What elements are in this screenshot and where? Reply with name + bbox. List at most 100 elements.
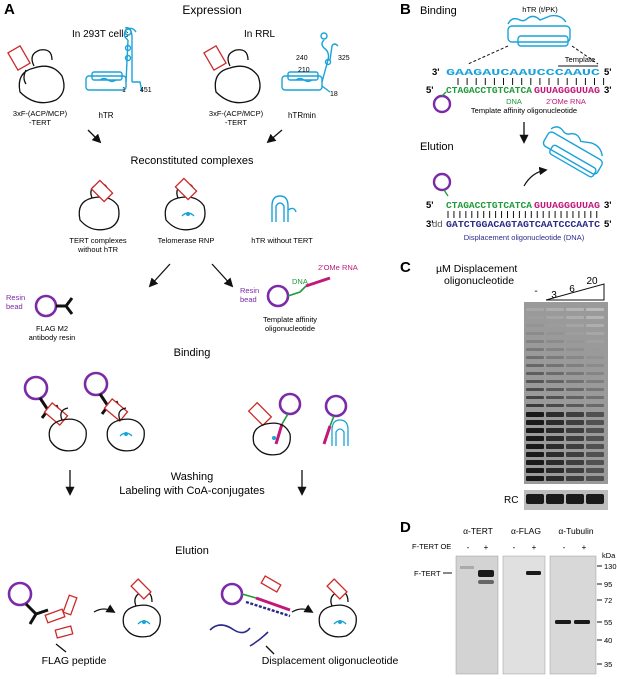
gel-band [546, 476, 564, 481]
binding-oligo-complexes [247, 392, 349, 456]
arrow-expr-right [266, 129, 283, 144]
rc-bands [526, 494, 604, 504]
seq-top: GAAGAUCAAUCCCAAUC [446, 67, 600, 78]
gel-band [586, 396, 604, 399]
blot-flag [502, 555, 546, 675]
gel-band [546, 468, 564, 473]
complex-2-label: Telomerase RNP [158, 236, 215, 245]
gel-band [566, 356, 584, 359]
gel-band [526, 388, 544, 391]
gel-bands [526, 308, 604, 481]
gel-band [586, 420, 604, 425]
tert-protein-left [7, 44, 65, 104]
f-tert-marker: F-TERT [414, 569, 441, 578]
panel-c: C µM Displacement oligonucleotide - 3 6 … [400, 259, 608, 510]
gel-band [526, 372, 544, 375]
gel-band [586, 428, 604, 433]
gel-band [566, 380, 584, 383]
template-label: Template [565, 55, 595, 64]
lane-minus-2: - [513, 543, 516, 552]
seq-mid-3: 3' [604, 85, 612, 96]
gel-band [546, 460, 564, 465]
gel-band [566, 460, 584, 465]
gel-band [566, 476, 584, 481]
lane-6: 6 [569, 284, 575, 295]
template-oligo-dna [287, 285, 307, 297]
htrmin-rna [281, 32, 339, 93]
in-293t-label: In 293T cells [72, 29, 129, 40]
resin-bead-right [266, 284, 290, 308]
expression-title: Expression [182, 3, 241, 17]
gel-band [546, 316, 564, 319]
dna-tag-b: DNA [506, 97, 522, 106]
gel-band [566, 372, 584, 375]
in-rrl-label: In RRL [244, 29, 276, 40]
gel-band [546, 324, 564, 327]
gel-band [526, 380, 544, 383]
gel-band [546, 452, 564, 457]
arrow-to-oligo-resin [211, 263, 234, 288]
displacement-label-b: Displacement oligonucleotide (DNA) [464, 233, 585, 242]
gel-band [546, 348, 564, 351]
gel-band [526, 460, 544, 465]
htr-num-451: 451 [140, 87, 152, 94]
dna-tag-a: DNA [292, 277, 308, 286]
complex-htr-only [271, 195, 297, 222]
gel-band [586, 380, 604, 383]
reconstituted-title: Reconstituted complexes [131, 155, 254, 167]
gel-band [546, 332, 564, 335]
gel-band [566, 412, 584, 417]
panel-a: A Expression In 293T cells In RRL 3xF-(A… [4, 1, 398, 667]
gel-band [566, 436, 584, 441]
flag-antibody [56, 297, 74, 315]
el-5: 5' [426, 200, 434, 211]
elution-flag [7, 578, 161, 653]
washing-line2: Labeling with CoA-conjugates [119, 485, 265, 497]
gel-band [526, 316, 544, 319]
gel-band [566, 468, 584, 473]
htr-label: hTR [98, 111, 113, 120]
rc-band [546, 494, 564, 504]
band-tert-main [478, 570, 494, 577]
gel-band [566, 444, 584, 449]
gel-band [546, 420, 564, 425]
rc-band [566, 494, 584, 504]
template-affinity-label-b: Template affinity oligonucleotide [471, 106, 577, 115]
complex-3-label: hTR without TERT [251, 236, 313, 245]
template-oligo-rna [305, 276, 331, 288]
lane-minus: - [534, 286, 537, 297]
gel-band [586, 372, 604, 375]
gel-band [566, 396, 584, 399]
gel-band [546, 444, 564, 449]
gel-band [566, 364, 584, 367]
disp-3: 3' [426, 219, 434, 230]
gel-band [586, 308, 604, 311]
complex-telomerase-rnp [164, 177, 206, 231]
resin-bead-b [432, 94, 452, 114]
released-htr [542, 126, 603, 178]
gel-band [566, 404, 584, 407]
htr-tpk-label: hTR (t/PK) [522, 5, 558, 14]
gel-band [586, 364, 604, 367]
binding-title-a: Binding [174, 347, 211, 359]
htrmin-num-18: 18 [330, 91, 338, 98]
elution-title-a: Elution [175, 545, 209, 557]
lane-20: 20 [586, 276, 598, 287]
binding-title-b: Binding [420, 5, 457, 17]
resin-bead-left [34, 294, 58, 318]
band-tert-bg [460, 566, 474, 569]
bead-linker-b2 [443, 189, 449, 197]
gel-band [586, 452, 604, 457]
ab-tert: α-TERT [463, 526, 493, 536]
panel-a-letter: A [4, 1, 15, 18]
gel-band [546, 404, 564, 407]
gel-band [586, 436, 604, 441]
gel-band [526, 340, 544, 343]
rc-label: RC [504, 495, 518, 506]
gel-band [526, 364, 544, 367]
